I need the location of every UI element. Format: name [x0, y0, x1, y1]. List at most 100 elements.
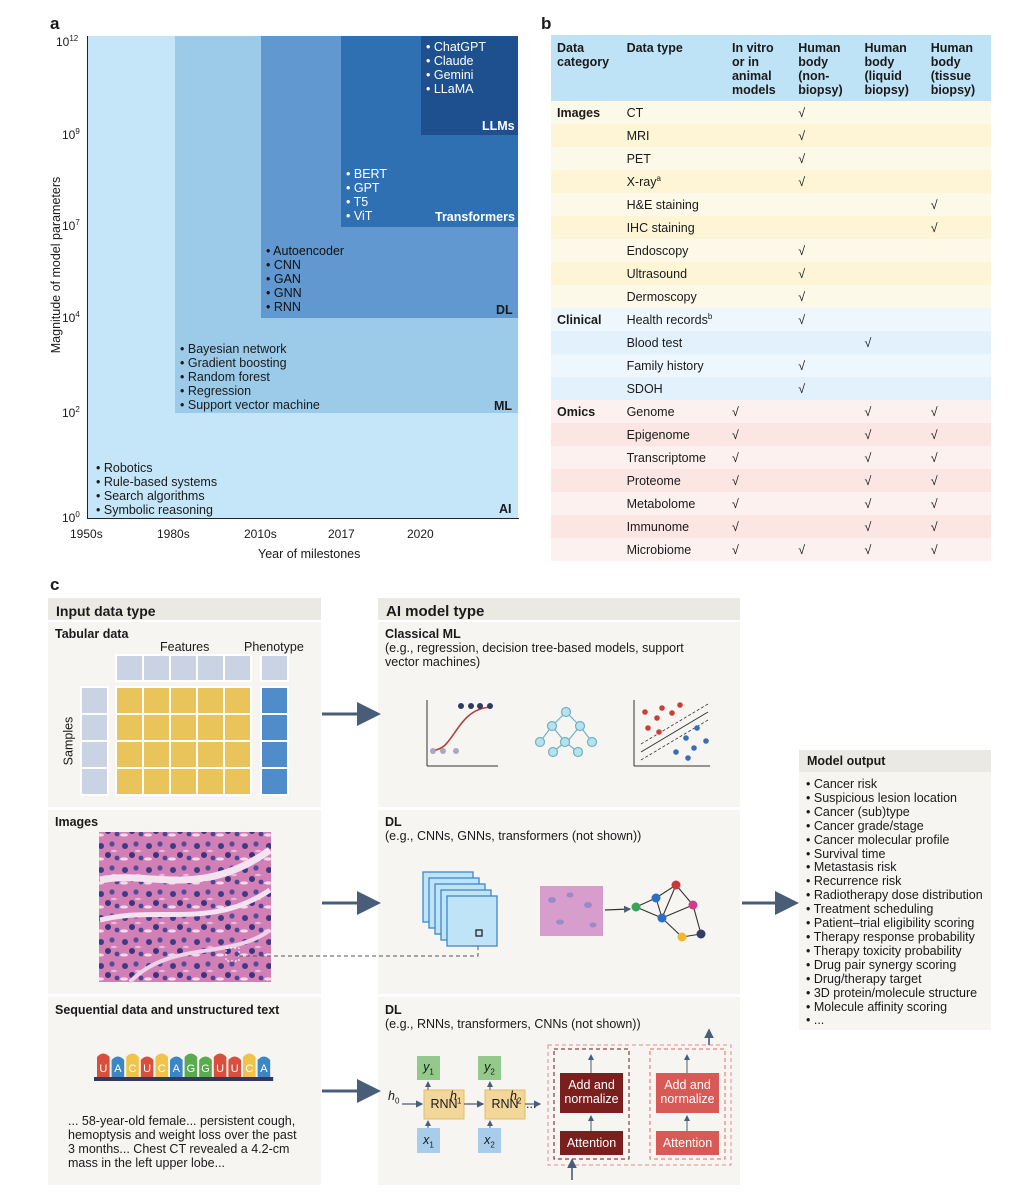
check-cell: √ [924, 400, 991, 423]
check-cell [924, 170, 991, 193]
panel-a-label: a [50, 14, 60, 33]
check-cell: √ [924, 469, 991, 492]
region-name-ai: AI [499, 502, 512, 516]
table-row: Blood test√ [551, 331, 991, 354]
data-category-cell: Images [551, 101, 621, 124]
check-cell: √ [792, 262, 859, 285]
check-cell: √ [792, 147, 859, 170]
table-row: Epigenome√√√ [551, 423, 991, 446]
rnn-diagram [402, 1056, 542, 1153]
check-cell: √ [792, 170, 859, 193]
nucleotide-letter: C [158, 1063, 166, 1075]
y-tick: 107 [62, 218, 80, 233]
data-category-cell [551, 285, 621, 308]
check-cell [725, 331, 793, 354]
output-item: Treatment scheduling [806, 902, 983, 917]
sequential-title: Sequential data and unstructured text [55, 1003, 280, 1017]
list-item: GNN [266, 286, 344, 300]
histology-image [99, 832, 273, 984]
data-category-cell [551, 147, 621, 170]
images-title: Images [55, 815, 99, 829]
nucleotide-glyph [228, 1056, 241, 1077]
nucleotide-glyph [184, 1053, 198, 1077]
data-type-cell: Transcriptome [620, 446, 726, 469]
data-type-cell: Blood test [620, 331, 726, 354]
list-item: Robotics [96, 461, 217, 475]
check-cell: √ [924, 492, 991, 515]
data-category-cell: Omics [551, 400, 621, 423]
check-cell [858, 170, 925, 193]
data-category-cell [551, 354, 621, 377]
list-item: Gemini [426, 68, 486, 82]
check-cell: √ [792, 239, 859, 262]
check-cell [725, 170, 793, 193]
output-item: Survival time [806, 847, 983, 862]
data-category-cell [551, 216, 621, 239]
x-tick: 2017 [328, 527, 355, 541]
data-type-cell: PET [620, 147, 726, 170]
transformer-diagram [547, 1028, 732, 1180]
y-tick: 1012 [56, 34, 79, 49]
check-cell: √ [725, 538, 793, 561]
output-item: Radiotherapy dose distribution [806, 888, 983, 903]
check-cell [858, 239, 925, 262]
check-cell [725, 285, 793, 308]
nucleotide-letter: A [260, 1063, 268, 1075]
check-cell [725, 239, 793, 262]
ai-list: Robotics Rule-based systems Search algor… [96, 461, 217, 517]
table-row: Immunome√√√ [551, 515, 991, 538]
check-cell: √ [725, 515, 793, 538]
check-cell [792, 193, 859, 216]
list-item: T5 [346, 195, 387, 209]
list-item: BERT [346, 167, 387, 181]
data-type-cell: CT [620, 101, 726, 124]
check-cell: √ [858, 446, 925, 469]
table-row: PET √ [551, 147, 991, 170]
check-cell [792, 515, 859, 538]
check-cell [924, 308, 991, 331]
check-cell [792, 492, 859, 515]
check-cell [725, 101, 793, 124]
features-label: Features [160, 640, 210, 654]
nucleotide-letter: G [187, 1063, 196, 1075]
y1-label: y1 [423, 1060, 434, 1077]
model-output-header: Model output [799, 750, 991, 772]
list-item: Bayesian network [180, 342, 320, 356]
table-row: Dermoscopy√ [551, 285, 991, 308]
check-cell [858, 262, 925, 285]
check-cell: √ [858, 469, 925, 492]
list-item: Regression [180, 384, 320, 398]
output-item: Molecule affinity scoring [806, 1000, 983, 1015]
nucleotide-letter: U [99, 1063, 107, 1075]
sequential-panel [48, 997, 321, 1185]
rnn-label-1: RNN [430, 1097, 458, 1111]
data-type-cell: Genome [620, 400, 726, 423]
check-cell [924, 285, 991, 308]
add-normalize-block-2 [656, 1073, 719, 1113]
output-item: Suspicious lesion location [806, 791, 983, 806]
nucleotide-letter: A [114, 1063, 122, 1075]
data-type-cell: Health recordsb [620, 308, 726, 331]
input-x2-box [478, 1128, 501, 1153]
check-cell: √ [858, 515, 925, 538]
nucleotide-letter: A [173, 1063, 181, 1075]
check-cell: √ [725, 492, 793, 515]
check-cell: √ [792, 308, 859, 331]
check-cell: √ [858, 423, 925, 446]
x-tick: 2010s [244, 527, 277, 541]
list-item: Search algorithms [96, 489, 217, 503]
data-type-cell: Epigenome [620, 423, 726, 446]
attention-label-1: Attention [566, 1136, 617, 1150]
x1-label: x1 [423, 1133, 434, 1150]
output-item: Drug/therapy target [806, 972, 983, 987]
region-name-ml: ML [494, 399, 513, 413]
output-item: Cancer molecular profile [806, 833, 983, 848]
x-axis [87, 518, 519, 519]
data-type-cell: Immunome [620, 515, 726, 538]
check-cell [924, 124, 991, 147]
